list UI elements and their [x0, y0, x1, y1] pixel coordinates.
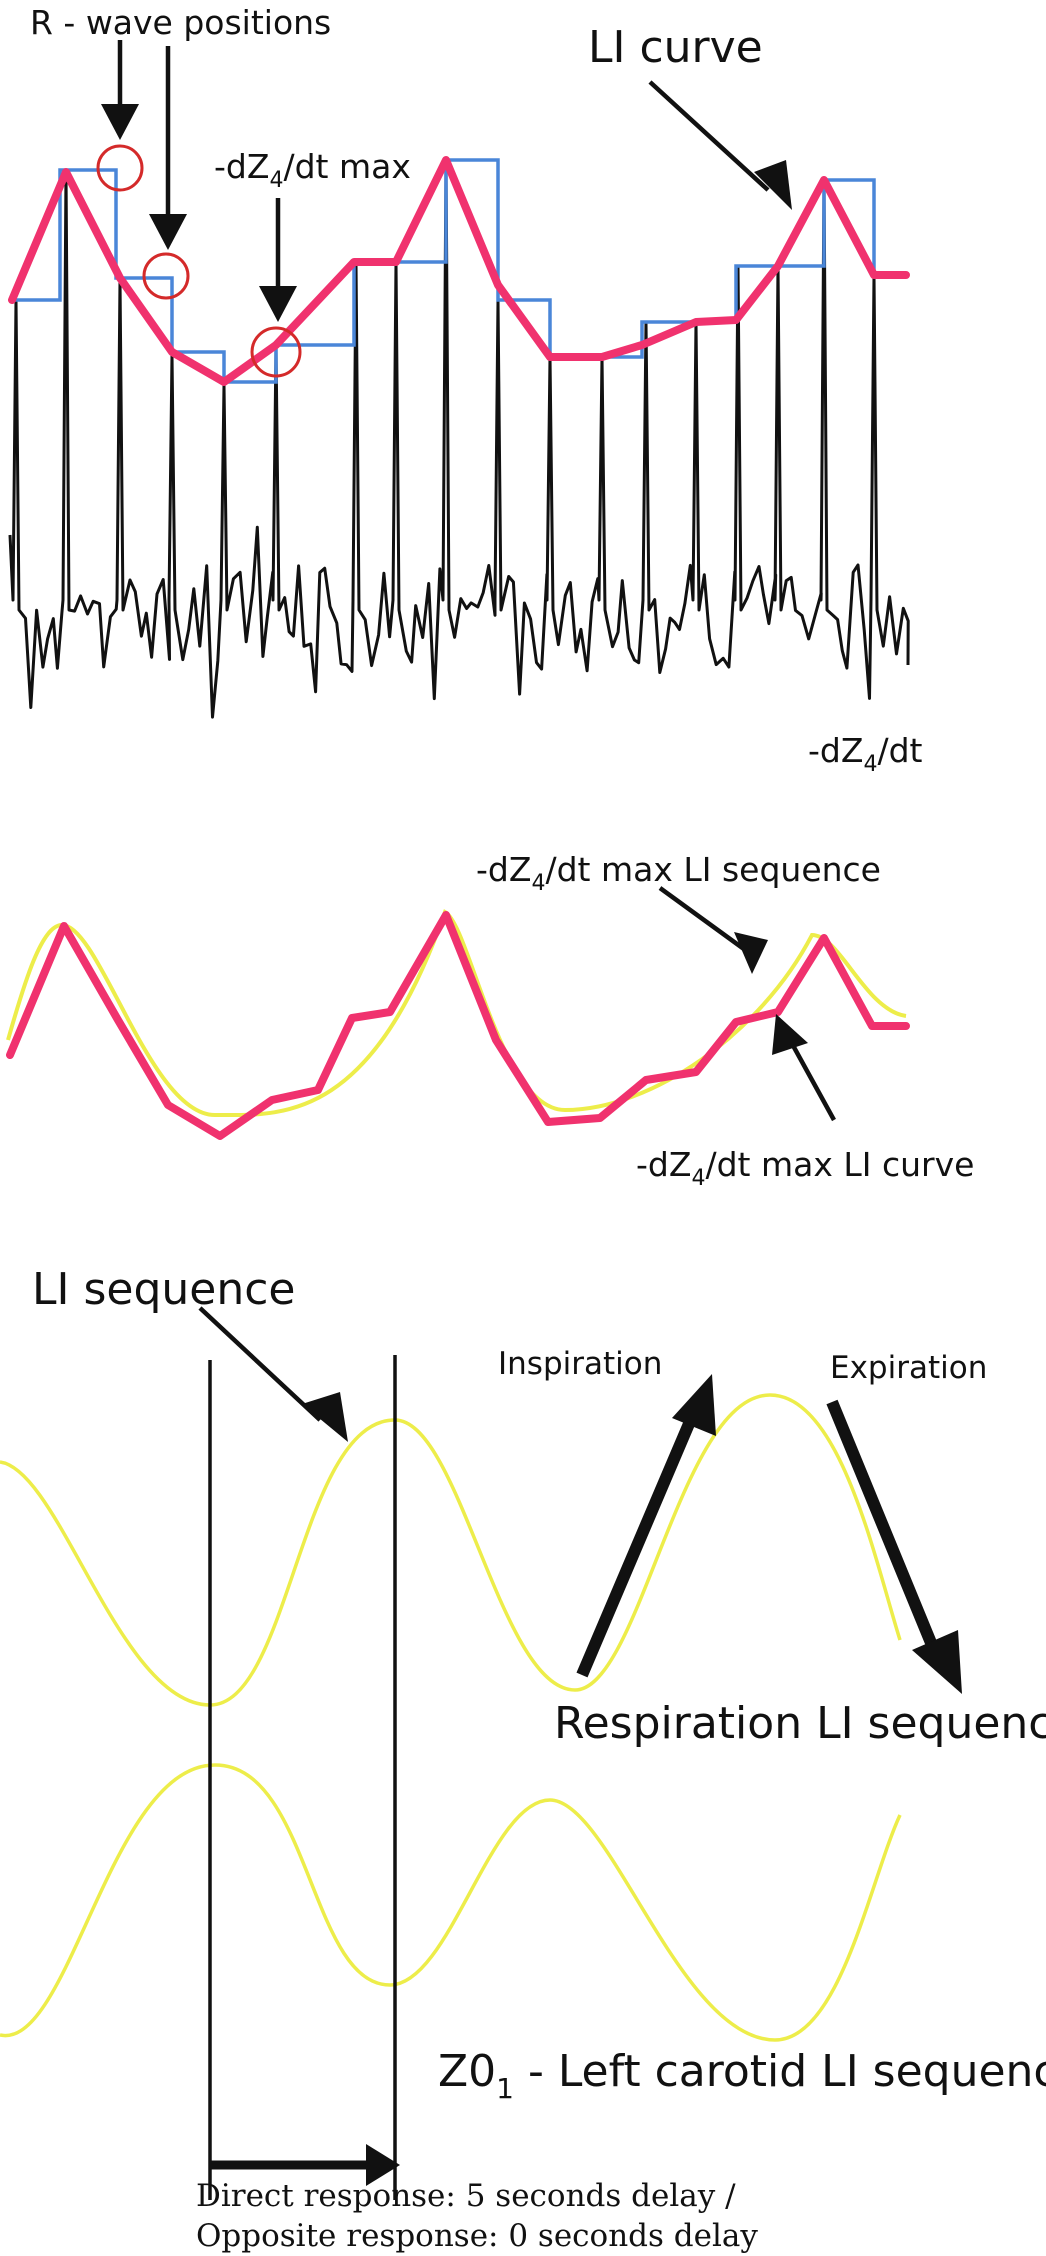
dz-dt-max-label: -dZ4/dt max — [214, 147, 411, 193]
expiration-label: Expiration — [830, 1350, 987, 1386]
dz-dt-max-marker-circle — [250, 326, 302, 378]
carotid-li-sequence-label: Z01 - Left carotid LI sequence — [438, 2046, 1046, 2105]
r-wave-arrow — [149, 46, 187, 250]
dz-dt-signal-trace — [8, 158, 910, 719]
r-wave-positions-label: R - wave positions — [30, 3, 331, 42]
max-li-curve-line — [6, 911, 910, 1140]
li-sequence-label: LI sequence — [32, 1264, 296, 1315]
max-li-curve-arrow — [772, 1014, 836, 1122]
li-curve-arrow — [648, 80, 792, 210]
dz-dt-label: -dZ4/dt — [808, 731, 923, 777]
li-sequence-arrow — [198, 1306, 348, 1442]
li-curve-label: LI curve — [588, 22, 763, 73]
delay-arrow — [210, 2144, 400, 2186]
opposite-response-label: Opposite response: 0 seconds delay — [196, 2218, 758, 2254]
r-wave-marker-circle — [142, 252, 190, 300]
max-li-sequence-label: -dZ4/dt max LI sequence — [476, 850, 881, 896]
respiration-li-sequence-label: Respiration LI sequence — [554, 1698, 1046, 1749]
r-wave-arrow — [101, 40, 139, 140]
dz-dt-max-arrow — [259, 198, 297, 322]
r-wave-marker-circle — [96, 144, 144, 192]
max-li-curve-label: -dZ4/dt max LI curve — [636, 1145, 974, 1191]
expiration-arrow — [826, 1399, 962, 1694]
direct-response-label: Direct response: 5 seconds delay / — [196, 2178, 736, 2214]
li-curve-line — [8, 156, 910, 386]
respiration-li-sequence-line — [0, 1393, 902, 1707]
max-li-sequence-arrow — [658, 886, 768, 974]
carotid-li-sequence-line — [0, 1763, 902, 2042]
inspiration-label: Inspiration — [498, 1346, 662, 1382]
r-wave-step-line — [12, 158, 876, 384]
inspiration-arrow — [576, 1374, 716, 1678]
